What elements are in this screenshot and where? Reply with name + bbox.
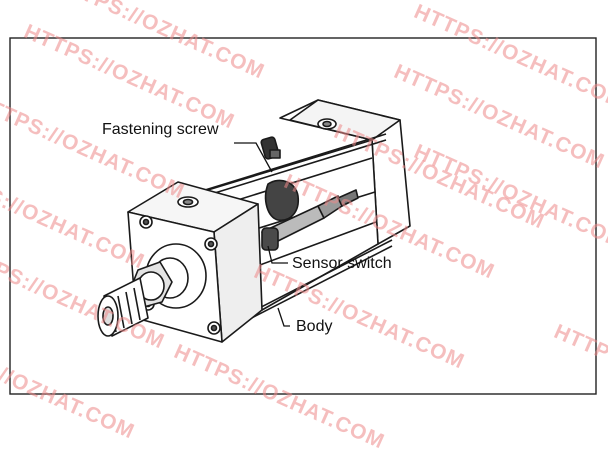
cylinder-diagram [9, 37, 597, 395]
mounting-band [264, 179, 300, 221]
tie-rod [204, 133, 387, 191]
label-sensor-switch: Sensor switch [292, 255, 392, 272]
label-fastening-screw: Fastening screw [102, 121, 219, 138]
diagram-frame [9, 37, 597, 395]
leader-sensor-switch [267, 245, 288, 264]
fastening-screw [269, 149, 281, 159]
leader-body [277, 307, 290, 327]
label-body: Body [296, 318, 333, 335]
leader-fastening-screw [234, 142, 273, 173]
